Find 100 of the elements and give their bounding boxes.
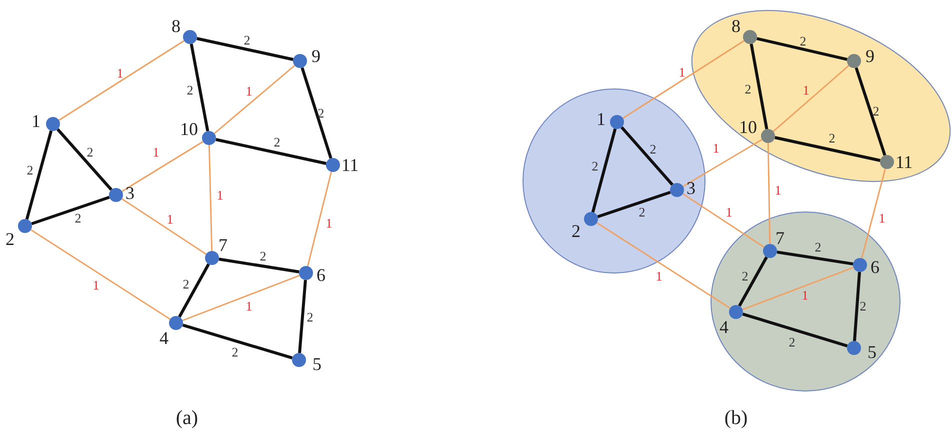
- edge-weight: 1: [152, 146, 160, 158]
- graph-edge: [750, 44, 768, 130]
- edge-weight: 1: [246, 300, 252, 312]
- vertex-number: 5: [312, 355, 322, 373]
- edge-weight: 1: [246, 84, 252, 98]
- vertex-dot: [202, 131, 216, 145]
- graph-edge: [298, 280, 307, 354]
- graph-edge: [190, 44, 210, 132]
- edge-weight: 2: [74, 212, 82, 224]
- graph-edge: [300, 67, 332, 159]
- edge-weight: 1: [726, 206, 732, 218]
- vertex-number: 11: [341, 156, 359, 174]
- vertex-number: 1: [596, 110, 606, 128]
- vertex-number: 10: [739, 118, 757, 136]
- vertex-number: 6: [316, 266, 326, 284]
- graph-edge: [854, 67, 886, 156]
- graph-edge: [56, 128, 112, 191]
- vertex-dot: [293, 54, 307, 68]
- graph-edge: [182, 274, 300, 322]
- graph-edge: [121, 198, 207, 255]
- graph-edge: [861, 168, 886, 258]
- edge-weight: 1: [774, 184, 782, 196]
- vertex-number: 3: [126, 184, 134, 202]
- graph-edge: [738, 256, 768, 307]
- graph-edge: [756, 37, 848, 61]
- vertex-number: 2: [572, 222, 580, 240]
- edge-weight: 2: [592, 160, 598, 172]
- vertex-dot: [169, 316, 183, 330]
- edge-weight: 2: [828, 132, 836, 144]
- graph-edge: [620, 126, 674, 186]
- edge-weight: 2: [86, 146, 94, 158]
- graph-edge: [25, 130, 53, 220]
- vertex-dot: [299, 266, 313, 280]
- vertex-number: 7: [776, 229, 784, 247]
- vertex-number: 5: [868, 343, 876, 361]
- edge-weight: 2: [872, 104, 880, 118]
- edge-weight: 2: [182, 278, 190, 290]
- vertex-dot: [46, 117, 60, 131]
- subfigure-caption: (b): [724, 408, 748, 428]
- graph-edge: [742, 266, 854, 310]
- graph-edge: [622, 40, 744, 119]
- edge-weight: 2: [260, 250, 266, 262]
- graph-edge: [31, 196, 110, 226]
- edge-weight: 2: [788, 336, 796, 348]
- vertex-dot: [205, 251, 219, 265]
- graph-edge: [682, 138, 762, 188]
- graph-edge: [30, 229, 170, 320]
- vertex-dot: [109, 188, 123, 202]
- edge-weight: 1: [166, 212, 174, 226]
- graph-edge: [307, 172, 332, 266]
- vertex-number: 2: [6, 230, 14, 248]
- edge-weight: 1: [116, 66, 124, 80]
- edge-weight: 2: [274, 136, 280, 148]
- edge-weight: 2: [860, 300, 866, 312]
- graph-edge: [596, 222, 730, 309]
- edge-weight: 1: [216, 188, 224, 202]
- graph-edge: [214, 64, 296, 134]
- vertex-number: 9: [866, 47, 874, 65]
- graph-edge: [742, 312, 848, 348]
- graph-edge: [178, 263, 210, 318]
- edge-weight: 2: [318, 106, 324, 120]
- edge-weight: 2: [742, 270, 748, 282]
- graph-edge: [216, 138, 326, 165]
- graph-edge: [774, 136, 880, 162]
- edge-weight: 2: [800, 34, 806, 48]
- vertex-number: 3: [686, 179, 696, 197]
- graph-edge: [853, 272, 861, 342]
- vertex-dot: [183, 30, 197, 44]
- vertex-number: 4: [160, 329, 168, 347]
- edge-weight: 2: [638, 206, 646, 218]
- edge-weight: 1: [656, 270, 662, 282]
- graph-edge: [772, 65, 850, 132]
- vertex-number: 10: [180, 120, 198, 138]
- vertex-number: 8: [732, 17, 740, 35]
- edge-weight: 2: [306, 310, 314, 324]
- vertex-dot: [292, 353, 306, 367]
- edge-weight: 1: [326, 216, 332, 230]
- edge-weight: 2: [26, 164, 34, 176]
- graph-edge: [58, 40, 184, 121]
- graph-edge: [182, 324, 293, 360]
- edge-weight: 1: [802, 288, 808, 302]
- graph-edge: [591, 128, 617, 213]
- subfigure-caption: (a): [176, 408, 198, 428]
- vertex-number: 7: [218, 236, 228, 254]
- vertex-number: 4: [720, 318, 728, 336]
- graph-edge: [196, 37, 294, 61]
- edge-weight: 2: [744, 82, 752, 96]
- graph-edge: [767, 142, 771, 244]
- vertex-dot: [18, 219, 32, 233]
- vertex-number: 1: [32, 112, 40, 130]
- edge-weight: 1: [712, 142, 720, 154]
- edge-weight: 2: [232, 346, 238, 358]
- edge-weight: 2: [186, 84, 194, 96]
- edge-weight: 1: [878, 212, 886, 224]
- graph-edge: [208, 144, 213, 252]
- graph-edge: [682, 193, 765, 248]
- edge-weight: 2: [814, 240, 822, 254]
- edge-weight: 1: [802, 84, 810, 96]
- cluster-circle: [522, 88, 706, 274]
- graph-edge: [776, 250, 854, 266]
